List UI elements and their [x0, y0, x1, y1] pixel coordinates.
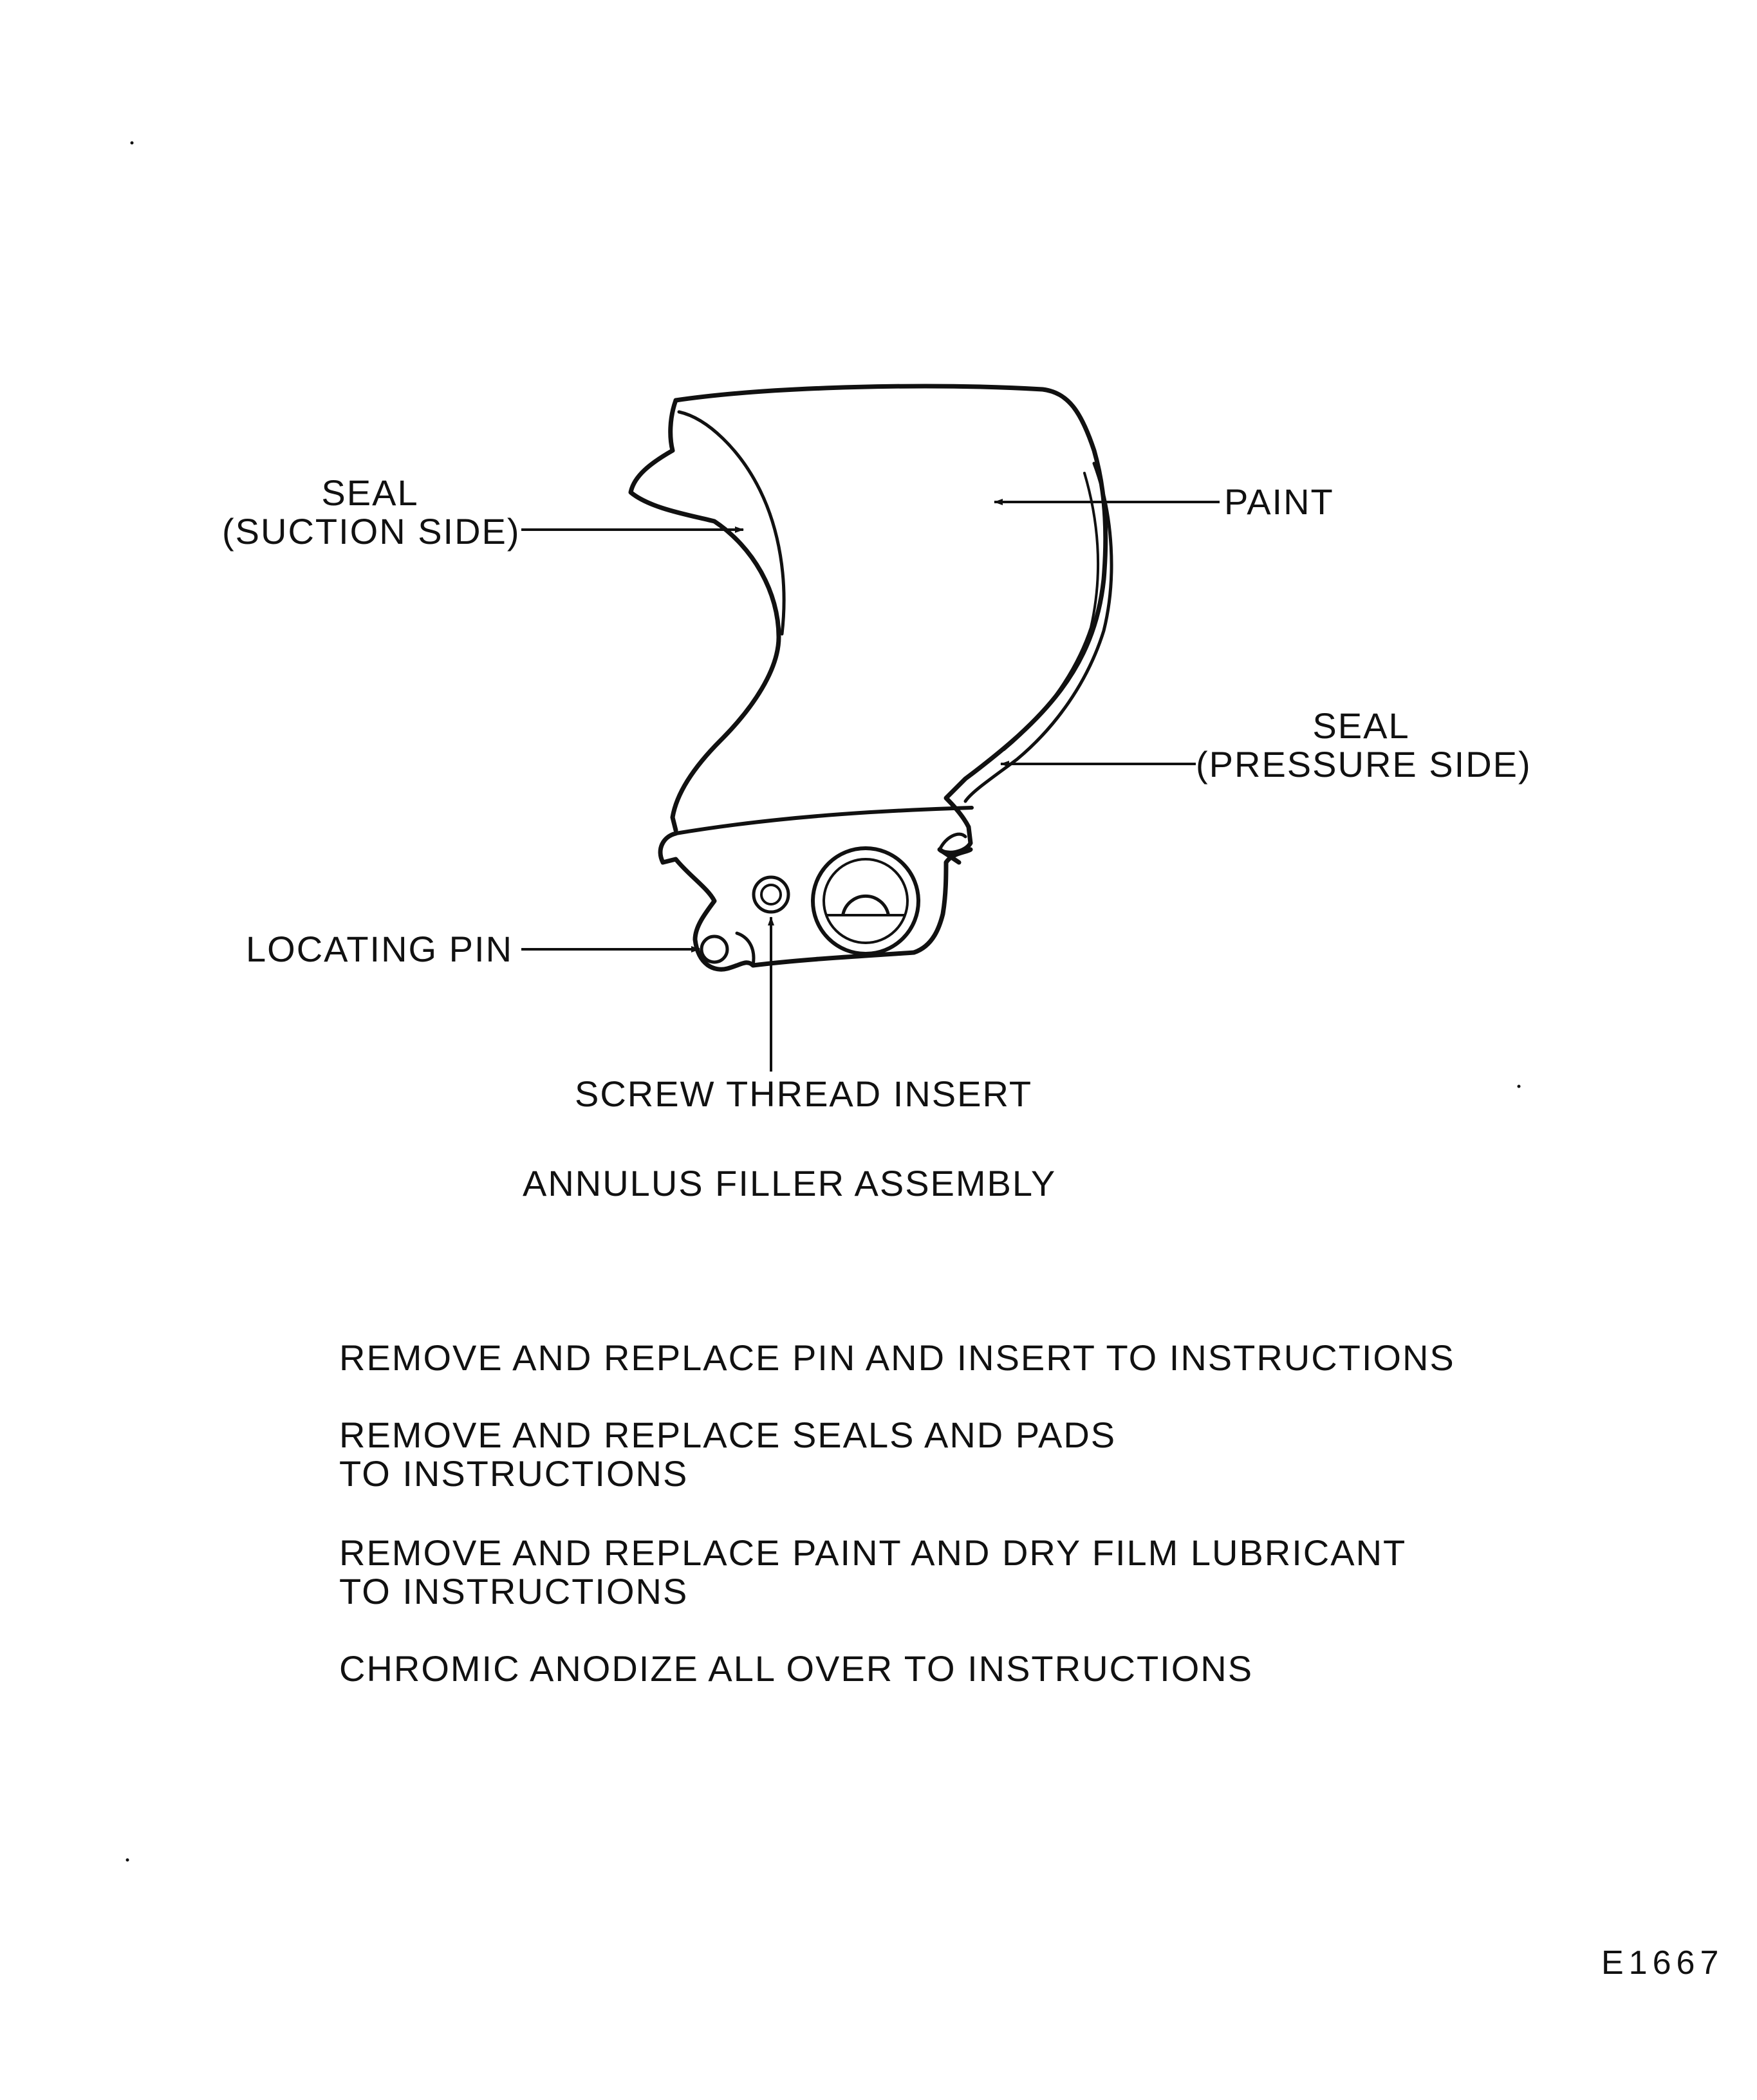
seal-suction-label-line1: SEAL: [321, 472, 419, 513]
insert-outer: [752, 875, 790, 914]
instruction-4: CHROMIC ANODIZE ALL OVER TO INSTRUCTIONS: [339, 1648, 1254, 1689]
scan-specks: [126, 141, 1521, 1862]
leader-lines: [521, 499, 1220, 1072]
insert-inner: [760, 884, 782, 906]
seal-pressure-label-line2: (PRESSURE SIDE): [1196, 744, 1532, 785]
panel-outline: [673, 384, 1108, 865]
platform-body: [658, 831, 973, 972]
pressure-seal-inner: [1003, 472, 1100, 751]
seal-pressure-label-line1: SEAL: [1312, 705, 1410, 746]
seal-suction-label-line2: (SUCTION SIDE): [222, 511, 521, 552]
right-tab: [938, 832, 967, 851]
instruction-1: REMOVE AND REPLACE PIN AND INSERT TO INS…: [339, 1337, 1455, 1378]
instruction-2: REMOVE AND REPLACE SEALS AND PADS TO INS…: [339, 1415, 1117, 1494]
locating-pin-circle: [700, 934, 729, 964]
bore-half-disc: [841, 894, 890, 916]
bore-outer: [811, 846, 920, 956]
bore-inner: [823, 858, 909, 944]
figure-caption: ANNULUS FILLER ASSEMBLY: [523, 1163, 1057, 1203]
platform-top-line: [674, 806, 974, 835]
annulus-filler-part: [628, 384, 1113, 972]
locating-pin-label: LOCATING PIN: [246, 929, 514, 969]
paint-label: PAINT: [1224, 481, 1334, 522]
suction-seal-strip: [677, 410, 786, 636]
suction-side-contour: [628, 398, 781, 833]
instruction-3: REMOVE AND REPLACE PAINT AND DRY FILM LU…: [339, 1532, 1407, 1612]
screw-thread-insert-label: SCREW THREAD INSERT: [575, 1073, 1033, 1114]
document-id: E1667: [1601, 1944, 1724, 1982]
platform-notch: [735, 931, 756, 967]
pressure-seal-strip: [963, 461, 1113, 803]
